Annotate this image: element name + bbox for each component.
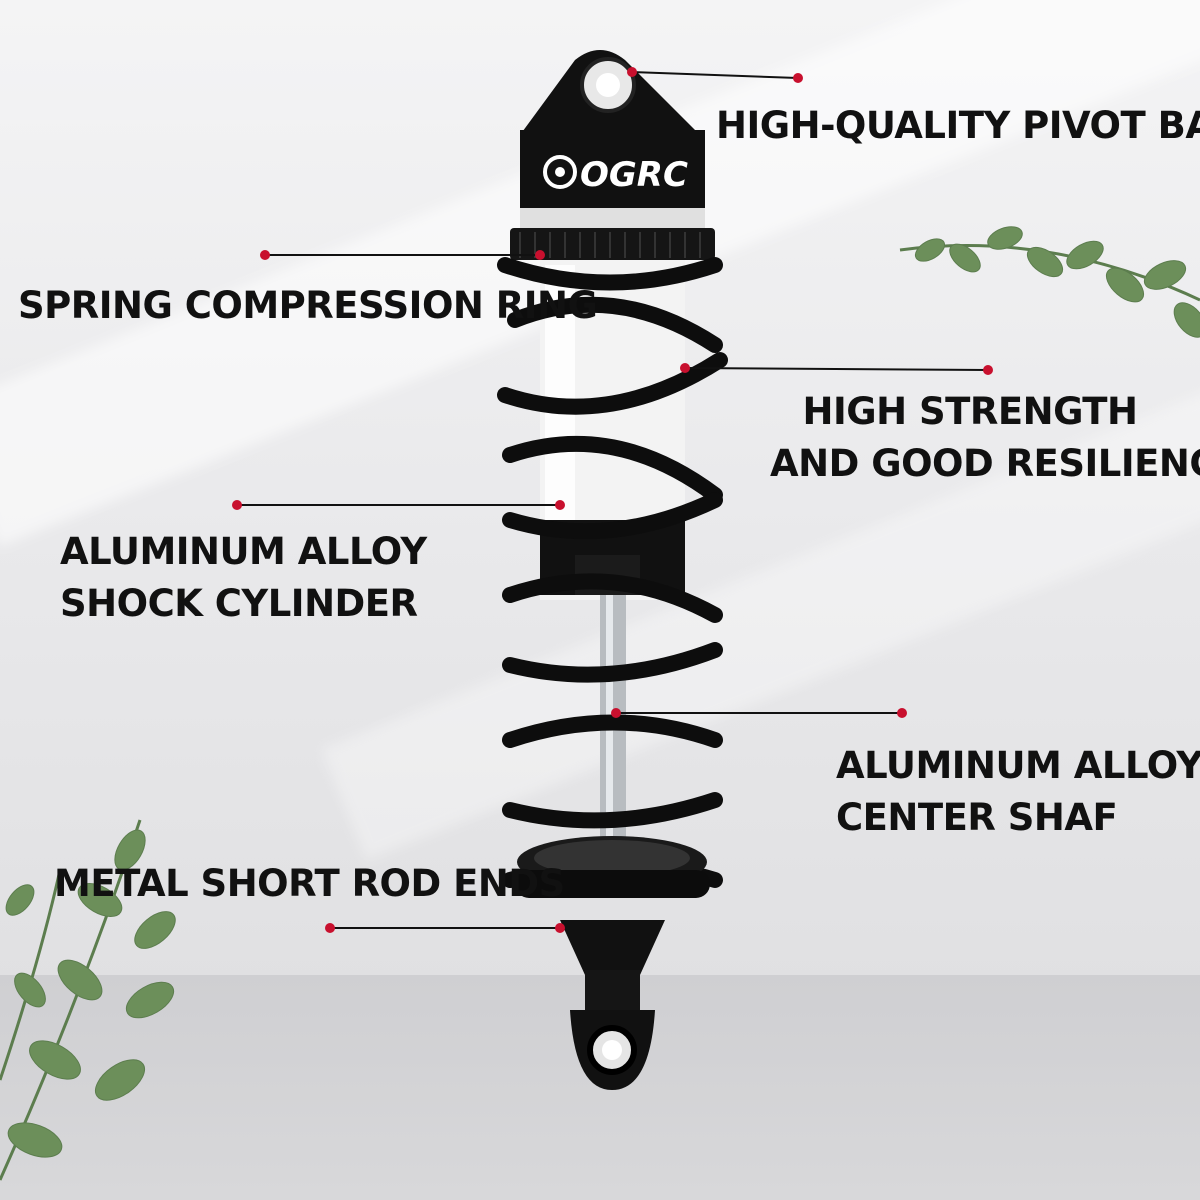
brand-logo: OGRC [580, 155, 688, 195]
callout-markers [232, 67, 993, 933]
callout-leaders [237, 71, 989, 929]
callout-shock-cylinder: ALUMINUM ALLOY SHOCK CYLINDER [60, 530, 427, 625]
callout-spring-strength: HIGH STRENGTH AND GOOD RESILIENCE [770, 390, 1200, 485]
eucalyptus-leaves-left [0, 819, 176, 1181]
callout-center-shaft: ALUMINUM ALLOY CENTER SHAF [836, 744, 1200, 839]
top-mount [510, 50, 715, 260]
callout-compression-ring: SPRING COMPRESSION RING [18, 284, 598, 327]
callout-pivot-ball: HIGH-QUALITY PIVOT BALL [716, 104, 1200, 147]
eucalyptus-leaves-right [899, 226, 1200, 338]
callout-rod-ends: METAL SHORT ROD ENDS [54, 862, 565, 905]
